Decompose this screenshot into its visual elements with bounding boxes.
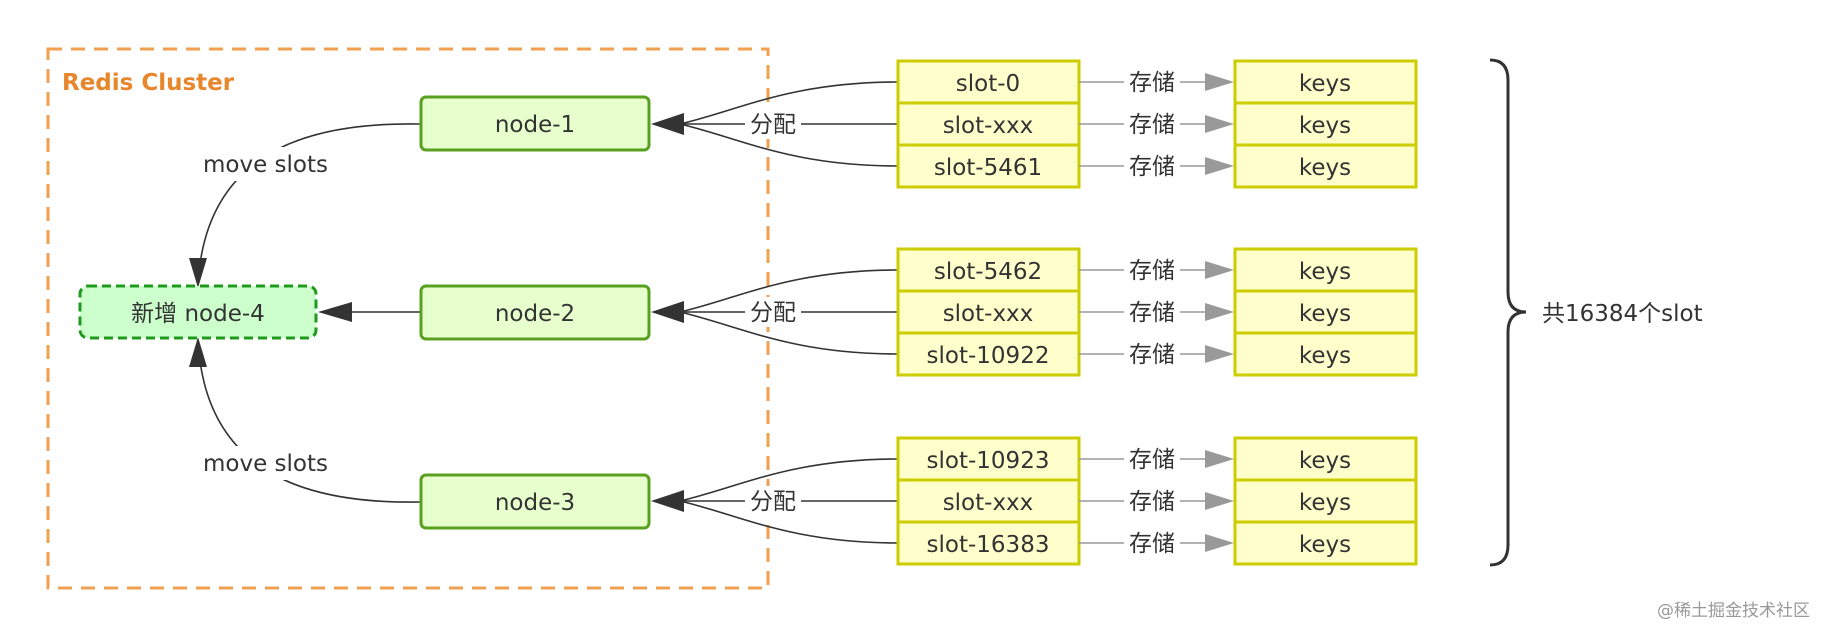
- keys-box[interactable]: [1233, 59, 1418, 105]
- slot-label: slot-5462: [934, 259, 1042, 285]
- keys-label: keys: [1299, 155, 1351, 181]
- slot-label: slot-0: [956, 71, 1020, 97]
- node-2-box[interactable]: [419, 284, 651, 341]
- store-label-bg: [1124, 529, 1180, 557]
- store-arrowhead: [1205, 303, 1234, 321]
- assign-edge-1-bot: [679, 123, 899, 167]
- move-label-bg-bottom: [198, 446, 336, 480]
- store-label-bg: [1124, 445, 1180, 473]
- assign-label-1: 分配: [750, 112, 796, 138]
- store-arrowhead: [1205, 73, 1234, 91]
- cluster-title: Redis Cluster: [62, 70, 235, 96]
- assign-edge-3-top: [679, 458, 899, 502]
- watermark: @稀土掘金技术社区: [1657, 601, 1810, 621]
- store-arrowhead: [1205, 157, 1234, 175]
- store-label-bg: [1124, 340, 1180, 368]
- slot-label: slot-xxx: [943, 113, 1034, 139]
- keys-box[interactable]: [1233, 101, 1418, 147]
- node-4-box[interactable]: [78, 284, 318, 340]
- store-arrowhead: [1205, 534, 1234, 552]
- assign-label-bg-2: [745, 297, 801, 327]
- slot-label: slot-xxx: [943, 301, 1034, 327]
- store-label: 存储: [1129, 300, 1175, 326]
- slot-group-3: 分配 slot-10923 slot-xxx slot-16383 keys k…: [651, 436, 1418, 566]
- slot-label: slot-10922: [927, 343, 1050, 369]
- node-3-box[interactable]: [419, 473, 651, 530]
- node-3[interactable]: node-3: [419, 473, 651, 530]
- keys-label: keys: [1299, 301, 1351, 327]
- assign-label-2: 分配: [750, 300, 796, 326]
- store-label-bg: [1124, 487, 1180, 515]
- store-label: 存储: [1129, 531, 1175, 557]
- slot-box[interactable]: [896, 143, 1081, 189]
- store-arrowhead: [1205, 450, 1234, 468]
- node-2[interactable]: node-2: [419, 284, 651, 341]
- keys-label: keys: [1299, 490, 1351, 516]
- slot-box[interactable]: [896, 520, 1081, 566]
- node-3-label: node-3: [495, 490, 575, 516]
- keys-label: keys: [1299, 71, 1351, 97]
- slot-box[interactable]: [896, 289, 1081, 335]
- store-label: 存储: [1129, 342, 1175, 368]
- move-arrowhead-top: [189, 258, 207, 288]
- store-arrowhead: [1205, 492, 1234, 510]
- assign-edge-2-bot: [679, 311, 899, 355]
- store-label: 存储: [1129, 154, 1175, 180]
- slot-box[interactable]: [896, 331, 1081, 377]
- total-slots-label: 共16384个slot: [1542, 301, 1703, 327]
- node-4-label: 新增 node-4: [131, 301, 265, 327]
- store-label: 存储: [1129, 447, 1175, 473]
- store-label: 存储: [1129, 489, 1175, 515]
- store-label: 存储: [1129, 112, 1175, 138]
- assign-label-bg-3: [745, 486, 801, 516]
- keys-box[interactable]: [1233, 143, 1418, 189]
- move-arrowhead-middle: [318, 302, 352, 322]
- slot-label: slot-16383: [927, 532, 1050, 558]
- store-label: 存储: [1129, 258, 1175, 284]
- assign-edge-3-bot: [679, 500, 899, 544]
- store-label-bg: [1124, 256, 1180, 284]
- store-arrowhead: [1205, 345, 1234, 363]
- keys-label: keys: [1299, 532, 1351, 558]
- slot-label: slot-xxx: [943, 490, 1034, 516]
- slot-box[interactable]: [896, 478, 1081, 524]
- store-label-bg: [1124, 298, 1180, 326]
- move-arrowhead-bottom: [189, 337, 207, 367]
- move-label-top: move slots: [203, 152, 328, 178]
- assign-edge-2-top: [679, 269, 899, 313]
- keys-box[interactable]: [1233, 478, 1418, 524]
- store-label-bg: [1124, 152, 1180, 180]
- keys-label: keys: [1299, 448, 1351, 474]
- store-label-bg: [1124, 68, 1180, 96]
- store-label: 存储: [1129, 70, 1175, 96]
- store-label-bg: [1124, 110, 1180, 138]
- assign-arrowhead-2: [651, 301, 684, 323]
- assign-label-3: 分配: [750, 489, 796, 515]
- keys-label: keys: [1299, 259, 1351, 285]
- keys-label: keys: [1299, 113, 1351, 139]
- slot-label: slot-10923: [927, 448, 1050, 474]
- move-label-bottom: move slots: [203, 451, 328, 477]
- right-brace: [1489, 58, 1527, 567]
- node-2-label: node-2: [495, 301, 575, 327]
- assign-edge-1-top: [679, 81, 899, 125]
- slot-group-1: 分配 slot-0 slot-xxx slot-5461 keys keys k…: [651, 59, 1418, 189]
- move-label-bg-top: [198, 147, 336, 181]
- node-1-label: node-1: [495, 112, 575, 138]
- slot-group-2: 分配 slot-5462 slot-xxx slot-10922 keys ke…: [651, 247, 1418, 377]
- store-arrowhead: [1205, 115, 1234, 133]
- assign-arrowhead-3: [651, 490, 684, 512]
- keys-box[interactable]: [1233, 331, 1418, 377]
- node-1-box[interactable]: [419, 95, 651, 152]
- slot-label: slot-5461: [934, 155, 1042, 181]
- keys-box[interactable]: [1233, 520, 1418, 566]
- node-1[interactable]: node-1: [419, 95, 651, 152]
- assign-arrowhead-1: [651, 113, 684, 135]
- store-arrowhead: [1205, 261, 1234, 279]
- keys-label: keys: [1299, 343, 1351, 369]
- assign-label-bg-1: [745, 109, 801, 139]
